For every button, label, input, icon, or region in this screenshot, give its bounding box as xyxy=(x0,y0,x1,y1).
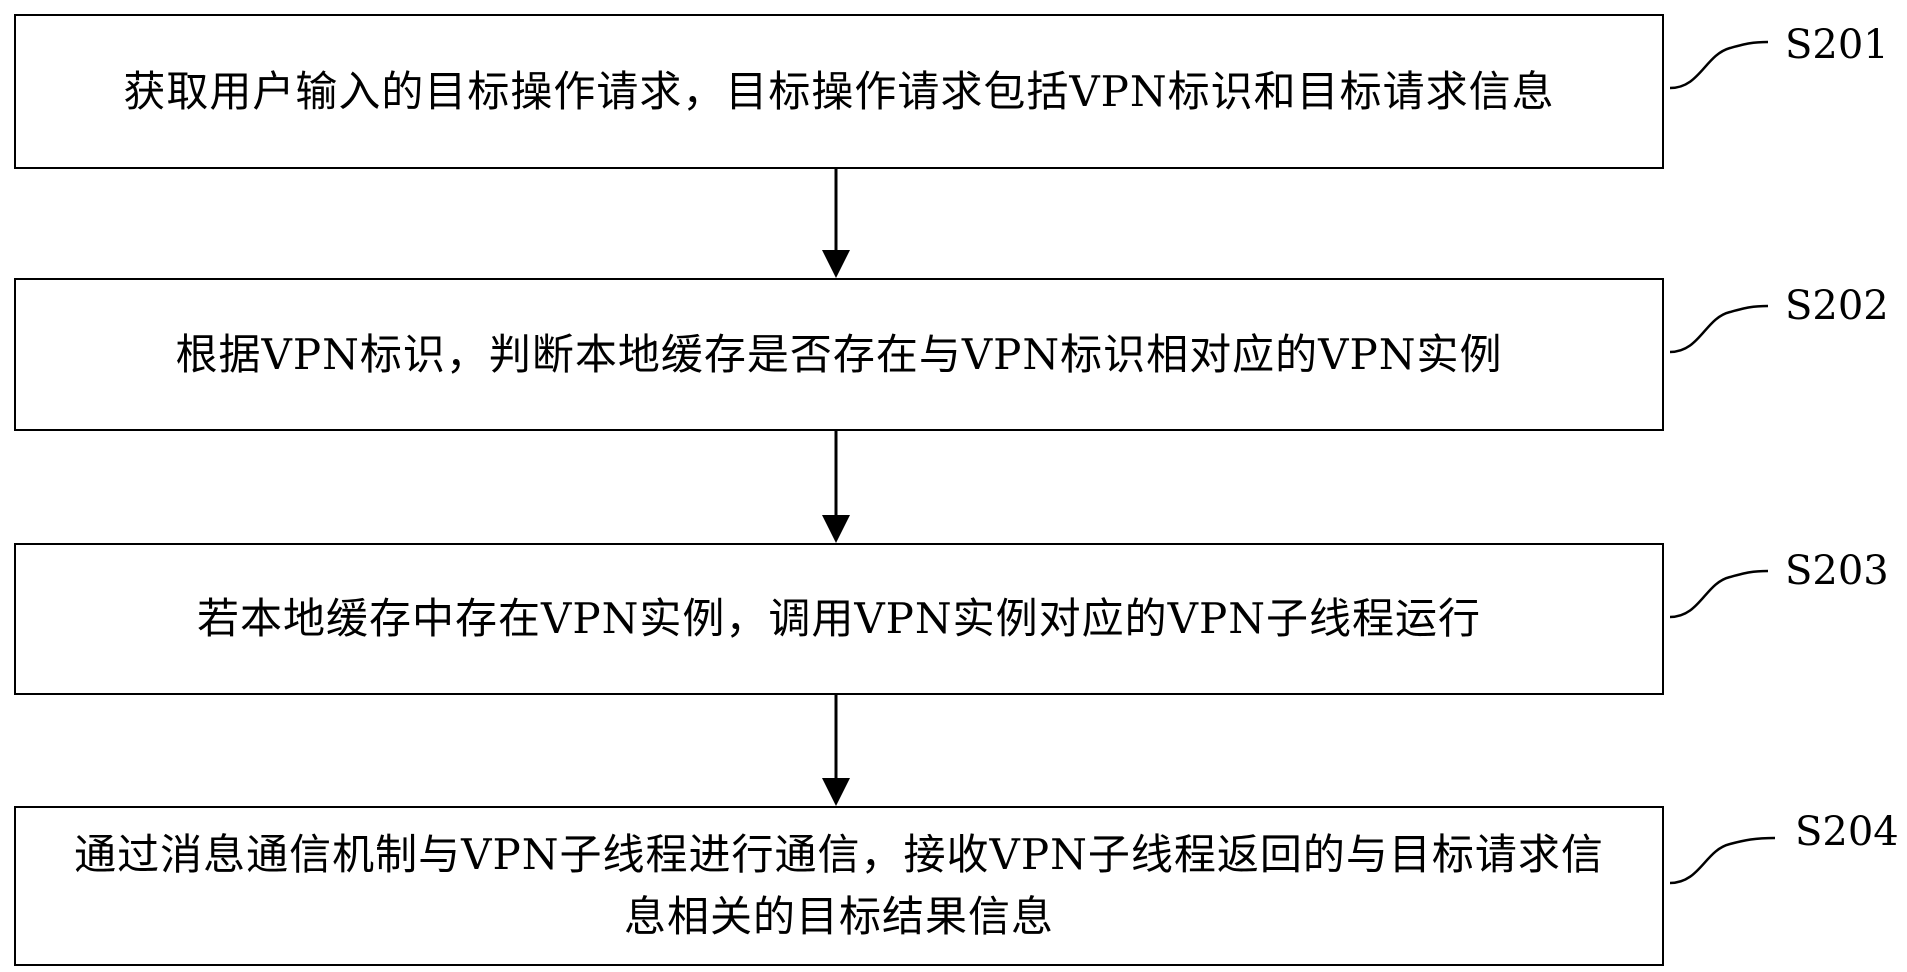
step-text-s202: 根据VPN标识，判断本地缓存是否存在与VPN标识相对应的VPN实例 xyxy=(175,329,1503,379)
leader-line-s204 xyxy=(1669,836,1776,885)
step-box-s204: 通过消息通信机制与VPN子线程进行通信，接收VPN子线程返回的与目标请求信息相关… xyxy=(14,806,1664,966)
step-label-s202: S202 xyxy=(1785,283,1889,329)
leader-line-s201 xyxy=(1669,40,1769,90)
step-box-s201: 获取用户输入的目标操作请求，目标操作请求包括VPN标识和目标请求信息 xyxy=(14,14,1664,169)
leader-line-s202 xyxy=(1669,304,1769,354)
step-label-s204: S204 xyxy=(1795,809,1899,855)
step-text-s201: 获取用户输入的目标操作请求，目标操作请求包括VPN标识和目标请求信息 xyxy=(123,66,1555,116)
step-text-s203: 若本地缓存中存在VPN实例，调用VPN实例对应的VPN子线程运行 xyxy=(196,594,1482,643)
step-box-s202: 根据VPN标识，判断本地缓存是否存在与VPN标识相对应的VPN实例 xyxy=(14,278,1664,431)
step-box-s203: 若本地缓存中存在VPN实例，调用VPN实例对应的VPN子线程运行 xyxy=(14,543,1664,695)
flow-arrow-s201-s202 xyxy=(822,169,850,278)
step-text-s204: 通过消息通信机制与VPN子线程进行通信，接收VPN子线程返回的与目标请求信息相关… xyxy=(74,830,1604,941)
leader-line-s203 xyxy=(1669,569,1769,619)
step-label-s203: S203 xyxy=(1785,548,1889,594)
flow-arrow-s203-s204 xyxy=(822,695,850,806)
step-label-s201: S201 xyxy=(1785,22,1889,68)
flow-arrow-s202-s203 xyxy=(822,431,850,543)
